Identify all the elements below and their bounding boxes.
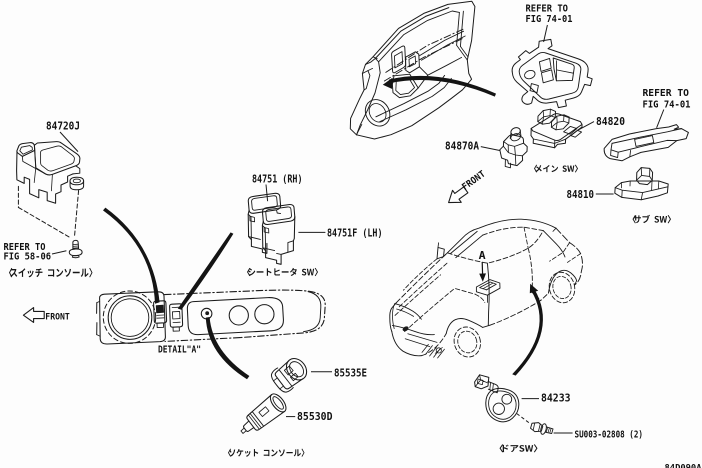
part-drawing-switch-84810 (614, 167, 669, 201)
label-front-left: FRONT (45, 312, 70, 323)
swoosh-car-to-door-switch (512, 288, 543, 376)
caption-socket-console (227, 448, 305, 457)
detail-a-arrow (479, 261, 486, 282)
label-part-su003: SU003-02808 (2) (575, 430, 644, 441)
label-detail-marker-a: A (479, 250, 487, 262)
label-part-84720j: 84720J (46, 121, 80, 133)
leader-lines (51, 24, 665, 434)
caption-switch-console (9, 267, 93, 278)
door-trim-panel (349, 0, 476, 140)
label-part-84233: 84233 (541, 393, 571, 405)
swoosh-main-switch-arrowhead (382, 77, 393, 89)
part-drawing-door-switch-84233 (474, 374, 520, 423)
front-arrow-left (22, 307, 45, 323)
label-refer-fig-58-06-line2: FIG 58-06 (4, 251, 52, 262)
sub-switch-bezel (603, 124, 689, 162)
console-panel-detail-a (96, 289, 326, 345)
swoosh-seat-heater (177, 232, 234, 310)
label-part-84870a: 84870A (445, 141, 480, 153)
part-drawing-switch-console-84720j (16, 141, 85, 259)
label-figure-code: 84D090A (665, 463, 702, 468)
line-art (16, 0, 689, 435)
front-arrow-right (448, 186, 469, 204)
label-refer-fig-74-01-right-line2: FIG 74-01 (643, 99, 691, 110)
label-refer-fig-74-01-top-line2: FIG 74-01 (526, 14, 573, 25)
main-switch-bezel (511, 38, 593, 109)
part-drawing-switch-84820 (530, 108, 583, 149)
label-part-84820: 84820 (596, 116, 625, 128)
label-refer-fig-58-06-line1: REFER TO (4, 242, 46, 253)
label-part-84751f-lh: 84751F (LH) (327, 228, 383, 240)
label-part-84810: 84810 (567, 189, 595, 201)
label-part-84751-rh: 84751 (RH) (252, 174, 303, 186)
part-drawing-seat-heater-switches (247, 192, 296, 265)
swoosh-arrows (103, 75, 543, 380)
caption-seat-heater-sw (246, 267, 319, 277)
swoosh-socket (205, 317, 250, 380)
label-refer-fig-74-01-top-line1: REFER TO (526, 4, 569, 15)
screw-icon (68, 239, 83, 259)
caption-door-sw (499, 444, 538, 453)
swoosh-car-arrowhead (529, 283, 539, 294)
label-part-85530d: 85530D (297, 411, 333, 423)
part-drawing-socket-body-85530d (240, 393, 287, 434)
part-drawing-switch-84870a (499, 127, 528, 169)
part-drawing-socket-ring-85535e (270, 358, 308, 393)
label-part-85535e: 85535E (334, 368, 367, 380)
caption-sub-sw (632, 214, 672, 224)
car-illustration (389, 218, 583, 359)
label-detail-a: DETAIL"A" (158, 345, 201, 356)
label-refer-fig-74-01-right-line1: REFER TO (643, 88, 690, 99)
bolt-su003-icon (530, 422, 554, 435)
swoosh-main-switch-to-door (389, 75, 496, 97)
